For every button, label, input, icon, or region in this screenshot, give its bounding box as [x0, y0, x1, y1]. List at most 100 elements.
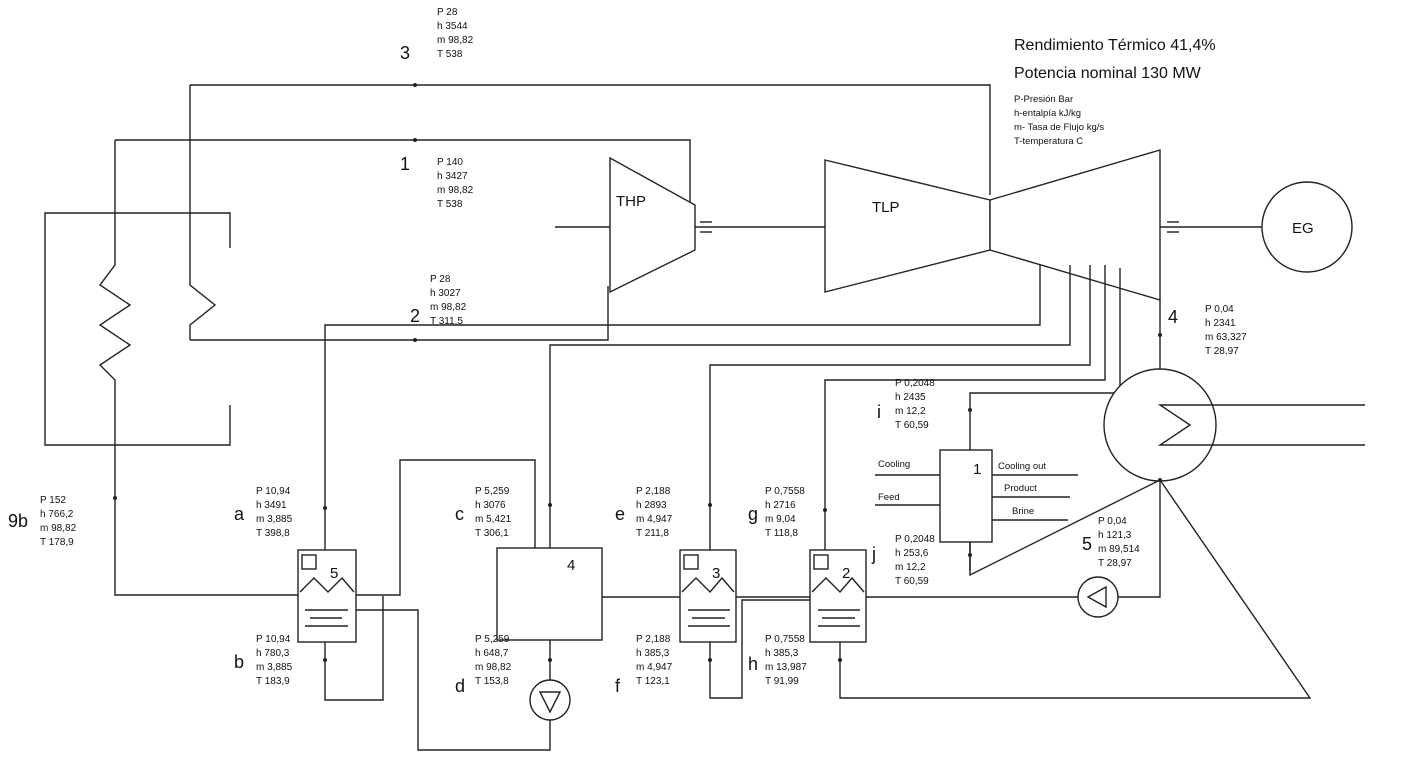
svg-text:m 3,885: m 3,885 — [256, 514, 293, 525]
svg-text:h 2341: h 2341 — [1205, 318, 1236, 329]
svg-text:d: d — [455, 676, 465, 696]
electric-generator: EG — [1261, 181, 1353, 273]
svg-text:h 253,6: h 253,6 — [895, 548, 929, 559]
svg-text:P 2,188: P 2,188 — [636, 486, 671, 497]
feed-pump — [529, 679, 571, 721]
state-d: d P 5,259 h 648,7 m 98,82 T 153,8 — [455, 634, 512, 696]
svg-text:P 0,04: P 0,04 — [1098, 516, 1127, 527]
svg-text:h: h — [748, 654, 758, 674]
state-1: 1 P 140 h 3427 m 98,82 T 538 — [400, 154, 474, 210]
svg-text:m 89,514: m 89,514 — [1098, 544, 1140, 555]
svg-text:m 98,82: m 98,82 — [430, 302, 467, 313]
svg-text:4: 4 — [567, 557, 575, 574]
svg-text:h 121,3: h 121,3 — [1098, 530, 1132, 541]
svg-text:m 4,947: m 4,947 — [636, 662, 673, 673]
svg-text:P 152: P 152 — [40, 495, 66, 506]
svg-text:T 538: T 538 — [437, 199, 463, 210]
svg-text:b: b — [234, 652, 244, 672]
svg-text:P 5,259: P 5,259 — [475, 486, 510, 497]
svg-text:1: 1 — [400, 154, 410, 174]
svg-text:T 60,59: T 60,59 — [895, 576, 929, 587]
svg-text:T 311,5: T 311,5 — [430, 316, 463, 327]
svg-text:T 28,97: T 28,97 — [1205, 346, 1239, 357]
condensate-pump — [1077, 576, 1119, 618]
main-piping — [115, 84, 1262, 341]
svg-text:m 4,947: m 4,947 — [636, 514, 673, 525]
state-2: 2 P 28 h 3027 m 98,82 T 311,5 — [410, 274, 467, 327]
svg-text:h 2435: h 2435 — [895, 392, 926, 403]
svg-text:TLP: TLP — [872, 199, 900, 216]
svg-text:2: 2 — [842, 565, 850, 582]
svg-text:P 0,7558: P 0,7558 — [765, 634, 805, 645]
svg-text:g: g — [748, 504, 758, 524]
svg-text:c: c — [455, 504, 464, 524]
extraction-lines — [324, 265, 1161, 560]
svg-text:T 60,59: T 60,59 — [895, 420, 929, 431]
state-markers — [113, 83, 1162, 662]
svg-text:m 98,82: m 98,82 — [437, 35, 474, 46]
legend-temperature: T-temperatura C — [1014, 136, 1083, 147]
svg-text:P 0,7558: P 0,7558 — [765, 486, 805, 497]
svg-text:T 178,9: T 178,9 — [40, 537, 74, 548]
legend-enthalpy: h-entalpía kJ/kg — [1014, 108, 1081, 119]
svg-text:T 153,8: T 153,8 — [475, 676, 509, 687]
svg-text:3: 3 — [400, 43, 410, 63]
lp-turbine: TLP — [824, 149, 1161, 301]
svg-text:h 3544: h 3544 — [437, 21, 468, 32]
svg-text:m 13,987: m 13,987 — [765, 662, 807, 673]
deaerator-4: 4 — [496, 547, 603, 641]
svg-text:P 10,94: P 10,94 — [256, 634, 291, 645]
desal-cooling-out-label: Cooling out — [998, 461, 1046, 472]
hp-turbine: THP — [609, 156, 696, 294]
svg-text:5: 5 — [330, 565, 338, 582]
svg-text:P 0,2048: P 0,2048 — [895, 378, 935, 389]
svg-text:9b: 9b — [8, 511, 28, 531]
svg-text:a: a — [234, 504, 245, 524]
svg-text:P 140: P 140 — [437, 157, 463, 168]
svg-text:h 3076: h 3076 — [475, 500, 506, 511]
svg-text:P 2,188: P 2,188 — [636, 634, 671, 645]
feedwater-heater-5: 5 — [297, 549, 357, 643]
svg-text:T 211,8: T 211,8 — [636, 528, 669, 539]
feedwater-piping — [114, 459, 1312, 751]
desalination-unit: 1 Cooling Feed Cooling out Product Brine — [875, 449, 1078, 570]
svg-text:THP: THP — [616, 193, 646, 210]
feedwater-heater-3: 3 — [679, 549, 737, 643]
feedwater-heater-2: 2 — [809, 549, 867, 643]
svg-text:P 28: P 28 — [437, 7, 458, 18]
legend-flow: m- Tasa de Flujo kg/s — [1014, 122, 1104, 133]
svg-text:P 0,04: P 0,04 — [1205, 304, 1234, 315]
svg-text:h 385,3: h 385,3 — [765, 648, 799, 659]
svg-text:3: 3 — [712, 565, 720, 582]
svg-text:m 9,04: m 9,04 — [765, 514, 796, 525]
state-5: 5 P 0,04 h 121,3 m 89,514 T 28,97 — [1082, 516, 1140, 569]
svg-text:T 123,1: T 123,1 — [636, 676, 670, 687]
desal-product-label: Product — [1004, 483, 1037, 494]
svg-text:f: f — [615, 676, 621, 696]
svg-text:h 385,3: h 385,3 — [636, 648, 670, 659]
state-h: h P 0,7558 h 385,3 m 13,987 T 91,99 — [748, 634, 807, 687]
svg-text:2: 2 — [410, 306, 420, 326]
boiler — [44, 85, 231, 498]
svg-text:h 766,2: h 766,2 — [40, 509, 74, 520]
state-a: a P 10,94 h 3491 m 3,885 T 398,8 — [234, 486, 293, 539]
svg-text:4: 4 — [1168, 307, 1178, 327]
svg-text:T 306,1: T 306,1 — [475, 528, 509, 539]
legend-pressure: P-Presión Bar — [1014, 94, 1073, 105]
svg-text:m 63,327: m 63,327 — [1205, 332, 1247, 343]
state-e: e P 2,188 h 2893 m 4,947 T 211,8 — [615, 486, 673, 539]
condenser — [969, 368, 1365, 577]
svg-text:m 12,2: m 12,2 — [895, 562, 926, 573]
svg-text:T 183,9: T 183,9 — [256, 676, 290, 687]
svg-text:h 3491: h 3491 — [256, 500, 287, 511]
state-i: i P 0,2048 h 2435 m 12,2 T 60,59 — [877, 378, 935, 431]
state-9b: 9b P 152 h 766,2 m 98,82 T 178,9 — [8, 495, 77, 548]
svg-text:j: j — [871, 544, 876, 564]
state-j: j P 0,2048 h 253,6 m 12,2 T 60,59 — [871, 534, 935, 587]
state-c: c P 5,259 h 3076 m 5,421 T 306,1 — [455, 486, 512, 539]
svg-text:m 5,421: m 5,421 — [475, 514, 512, 525]
svg-text:5: 5 — [1082, 534, 1092, 554]
desal-brine-label: Brine — [1012, 506, 1034, 517]
svg-text:T 118,8: T 118,8 — [765, 528, 798, 539]
